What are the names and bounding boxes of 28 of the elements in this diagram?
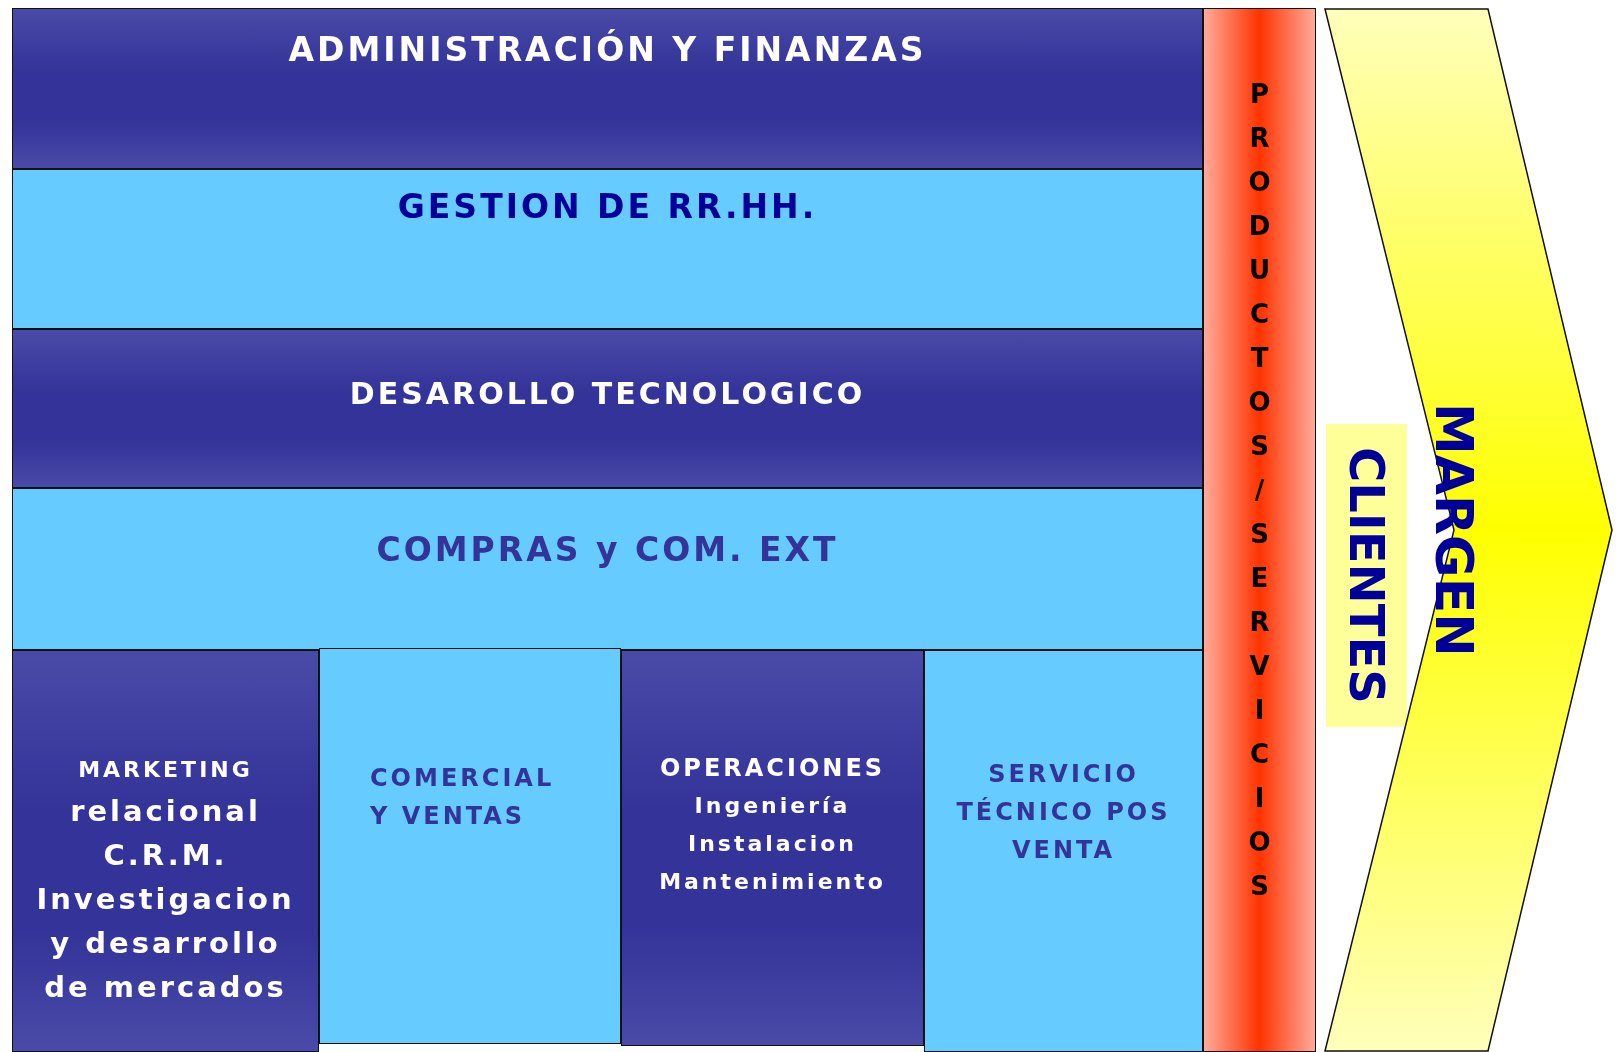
band-title: DESAROLLO TECNOLOGICO — [349, 375, 866, 413]
band-title: ADMINISTRACIÓN Y FINANZAS — [288, 31, 927, 69]
customer-box — [1326, 424, 1407, 727]
product-column — [1203, 8, 1316, 1052]
activity-band — [12, 329, 1203, 488]
column-text: Investigacion y desarrollo de mercados — [35, 881, 296, 1006]
column-text: Ingeniería — [693, 792, 852, 820]
column-text: Mantenimiento — [658, 868, 887, 896]
activity-column — [621, 650, 924, 1046]
activity-column — [924, 650, 1203, 1052]
margin-chevron — [1324, 8, 1614, 1052]
activity-band — [12, 8, 1203, 169]
column-title: OPERACIONES — [658, 753, 887, 784]
column-text: C.R.M. — [102, 837, 229, 874]
band-title: COMPRAS y COM. EXT — [376, 531, 839, 569]
column-title: MARKETING — [77, 756, 254, 784]
vertical-label: MARGEN — [1424, 403, 1484, 657]
band-title: GESTION DE RR.HH. — [397, 188, 818, 226]
column-title: SERVICIO TÉCNICO POS VENTA — [955, 759, 1172, 866]
column-text: Instalacion — [686, 830, 859, 858]
column-text: relacional — [69, 793, 262, 830]
column-title: COMERCIAL Y VENTAS — [370, 763, 556, 832]
activity-column — [12, 650, 319, 1052]
activity-band — [12, 169, 1203, 329]
activity-band — [12, 488, 1203, 650]
activity-column — [319, 648, 621, 1044]
vertical-label: PRODUCTOS/SERVICIOS — [1244, 79, 1275, 915]
vertical-label: CLIENTES — [1338, 447, 1395, 704]
